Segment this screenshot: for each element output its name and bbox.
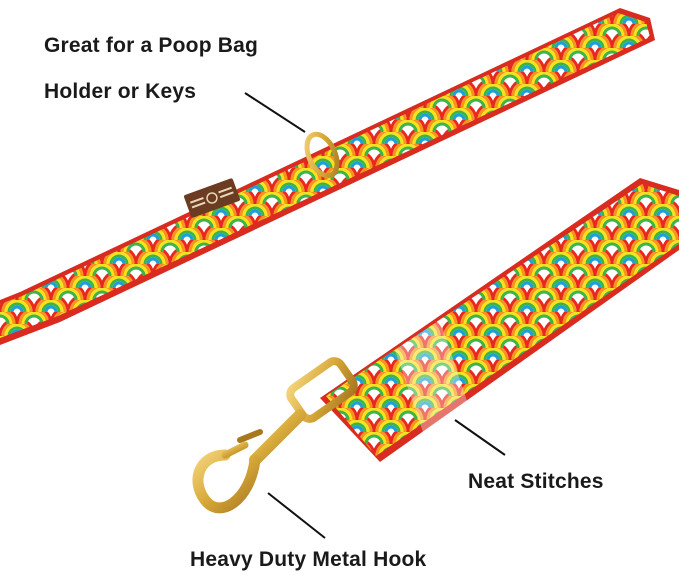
- callout-hook: Heavy Duty Metal Hook: [190, 548, 427, 571]
- callout-holder-line2: Holder or Keys: [44, 80, 197, 103]
- callout-stitches: Neat Stitches: [468, 470, 604, 493]
- brand-tag: [184, 178, 240, 218]
- metal-hook: [192, 357, 358, 514]
- pointer-line-holder: [244, 92, 306, 133]
- pointer-line-hook: [267, 492, 326, 539]
- pointer-line-stitches: [454, 419, 506, 456]
- lower-strap-fabric: [326, 184, 679, 456]
- stitch-fold: [395, 320, 470, 438]
- lower-strap: [320, 178, 679, 462]
- callout-holder-line1: Great for a Poop Bag: [44, 34, 259, 57]
- d-ring: [304, 131, 340, 179]
